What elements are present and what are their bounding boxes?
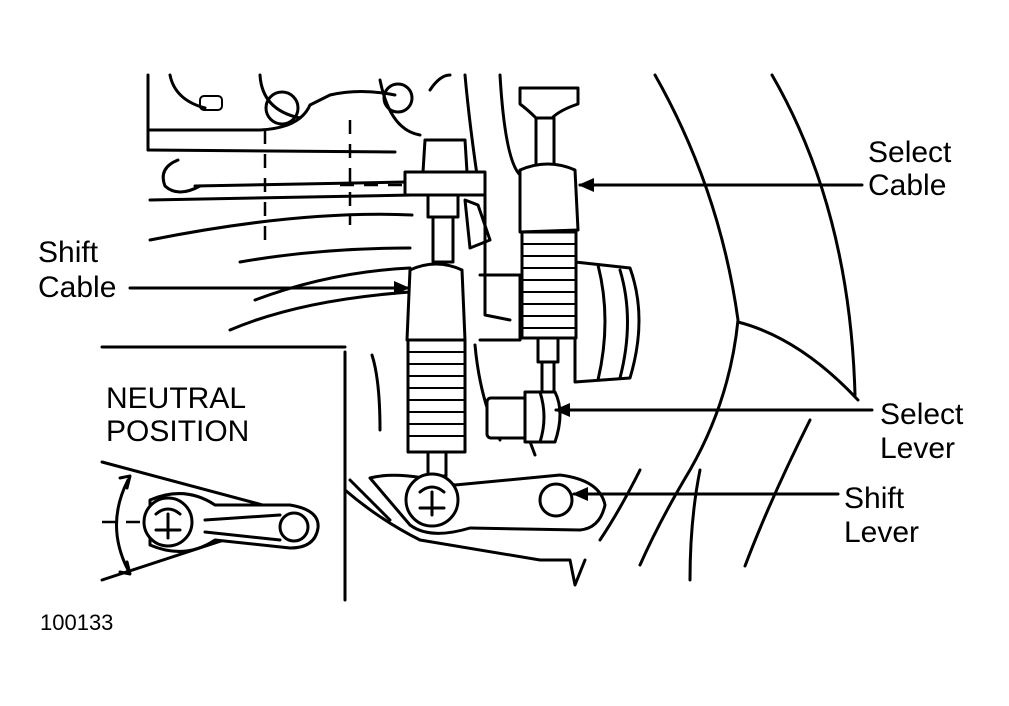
select-lever-label-line2: Lever [880,432,955,465]
figure-number: 100133 [40,610,113,635]
shift-lever-label-line2: Lever [844,516,919,549]
shift-cable-label-line2: Cable [38,271,116,304]
select-lever-label-line1: Select [880,398,964,431]
select-cable-label-line1: Select [868,136,952,169]
neutral-position-inset [100,460,320,582]
select-cable-label-line2: Cable [868,169,946,202]
shift-cable [403,138,487,478]
callout-leaders [128,178,874,501]
shift-cable-label-line1: Shift [38,236,99,269]
shift-cable-arrowhead [394,281,410,295]
select-lever-arrowhead [554,403,570,417]
transmission-housing [146,73,860,602]
labels: Select Cable Shift Cable Select Lever Sh… [38,136,964,635]
select-lever [485,390,562,444]
shift-lever [343,472,607,587]
shift-lever-label-line1: Shift [844,482,905,515]
neutral-position-label-line2: POSITION [106,415,249,448]
select-cable-arrowhead [578,178,594,192]
shift-lever-arrowhead [572,487,588,501]
neutral-position-label-line1: NEUTRAL [106,382,246,415]
select-cable [518,86,580,394]
